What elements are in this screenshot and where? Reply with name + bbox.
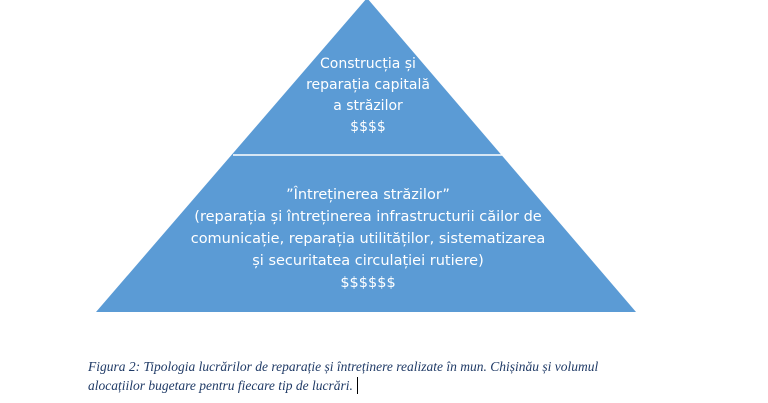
bottom-tier-line: și securitatea circulației rutiere): [252, 253, 484, 269]
top-tier-line: Construcția și: [320, 56, 416, 72]
caption-line: Figura 2: Tipologia lucrărilor de repara…: [88, 359, 599, 374]
top-tier-line: reparația capitală: [306, 77, 430, 93]
bottom-tier-line: comunicație, reparația utilităților, sis…: [190, 231, 546, 247]
top-tier-line: a străzilor: [333, 98, 403, 114]
bottom-tier-title: ”Întreținerea străzilor”: [286, 187, 450, 203]
figure-caption: Figura 2: Tipologia lucrărilor de repara…: [88, 357, 728, 395]
pyramid-bottom-tier-label: ”Întreținerea străzilor” (reparația și î…: [168, 184, 568, 294]
caption-line: alocațiilor bugetare pentru fiecare tip …: [88, 378, 353, 393]
top-tier-cost: $$$$: [350, 119, 386, 135]
pyramid-shape: [96, 0, 636, 312]
bottom-tier-line: (reparația și întreținerea infrastructur…: [194, 209, 542, 225]
pyramid-top-tier-label: Construcția și reparația capitală a stră…: [268, 54, 468, 138]
text-cursor: [356, 377, 358, 394]
bottom-tier-cost: $$$$$$: [340, 275, 396, 291]
